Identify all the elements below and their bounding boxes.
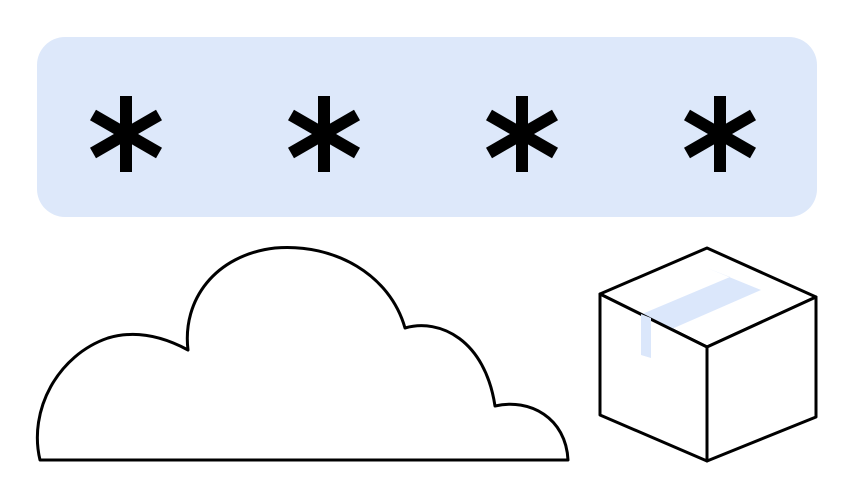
password-mask-panel (37, 37, 817, 217)
asterisk-icon (288, 96, 360, 172)
password-mask-char-2 (278, 88, 370, 180)
password-mask-char-4 (674, 88, 766, 180)
asterisk-icon (90, 96, 162, 172)
password-mask-char-3 (476, 88, 568, 180)
password-mask-char-1 (80, 88, 172, 180)
asterisk-icon (486, 96, 558, 172)
asterisk-icon (684, 96, 756, 172)
